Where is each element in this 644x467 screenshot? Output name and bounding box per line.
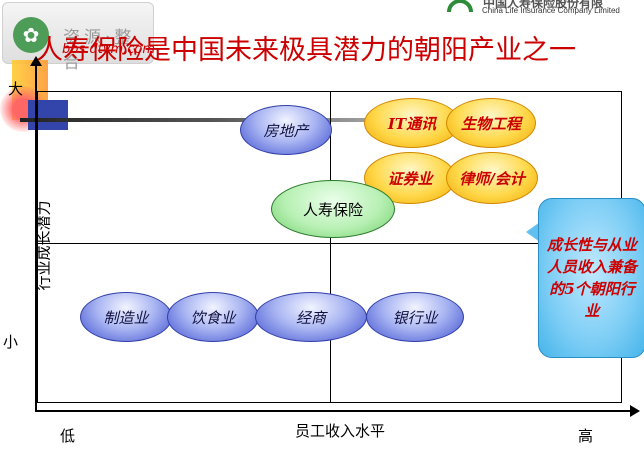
y-axis-low-label: 小 bbox=[3, 333, 19, 351]
quadrant-divider-vertical bbox=[330, 91, 331, 403]
x-axis-line bbox=[35, 410, 632, 412]
callout-box: 成长性与从业人员收入兼备的5个朝阳行业 bbox=[538, 198, 644, 358]
quadrant-divider-horizontal bbox=[37, 243, 622, 244]
watermark-url: bbs.dtvm.com bbox=[62, 42, 156, 57]
industry-real-estate: 房地产 bbox=[240, 105, 332, 155]
industry-business: 经商 bbox=[255, 292, 367, 342]
company-logo-icon bbox=[447, 0, 473, 13]
x-axis-low-label: 低 bbox=[60, 427, 76, 445]
company-name-en: China Life Insurance Company Limited bbox=[482, 6, 620, 15]
industry-life-insurance: 人寿保险 bbox=[271, 180, 395, 238]
industry-biotech: 生物工程 bbox=[446, 98, 536, 148]
watermark-logo-text: 资源·整合 bbox=[63, 28, 136, 73]
y-axis-line bbox=[35, 62, 37, 412]
page-title: 人寿保险是中国未来极具潜力的朝阳产业之一 bbox=[36, 35, 576, 66]
industry-catering: 饮食业 bbox=[167, 292, 259, 342]
callout-text: 成长性与从业人员收入兼备的5个朝阳行业 bbox=[546, 236, 637, 320]
x-axis-arrow-icon bbox=[630, 405, 640, 417]
callout-pointer bbox=[526, 222, 540, 242]
industry-law-accounting: 律师/会计 bbox=[446, 152, 538, 204]
accent-square-blue bbox=[28, 100, 68, 130]
x-axis-title: 员工收入水平 bbox=[295, 422, 386, 440]
company-name: 中国人寿保险股份有限 bbox=[483, 0, 604, 10]
y-axis-arrow-icon bbox=[30, 56, 42, 66]
industry-banking: 银行业 bbox=[366, 292, 464, 342]
y-axis-high-label: 大 bbox=[8, 80, 24, 98]
x-axis-high-label: 高 bbox=[578, 427, 594, 445]
watermark-logo: ✿ 资源·整合 bbox=[2, 2, 154, 73]
logo-emblem-icon: ✿ bbox=[13, 17, 49, 53]
y-axis-title: 行业成长潜力 bbox=[34, 200, 53, 291]
industry-manufacturing: 制造业 bbox=[80, 292, 172, 342]
